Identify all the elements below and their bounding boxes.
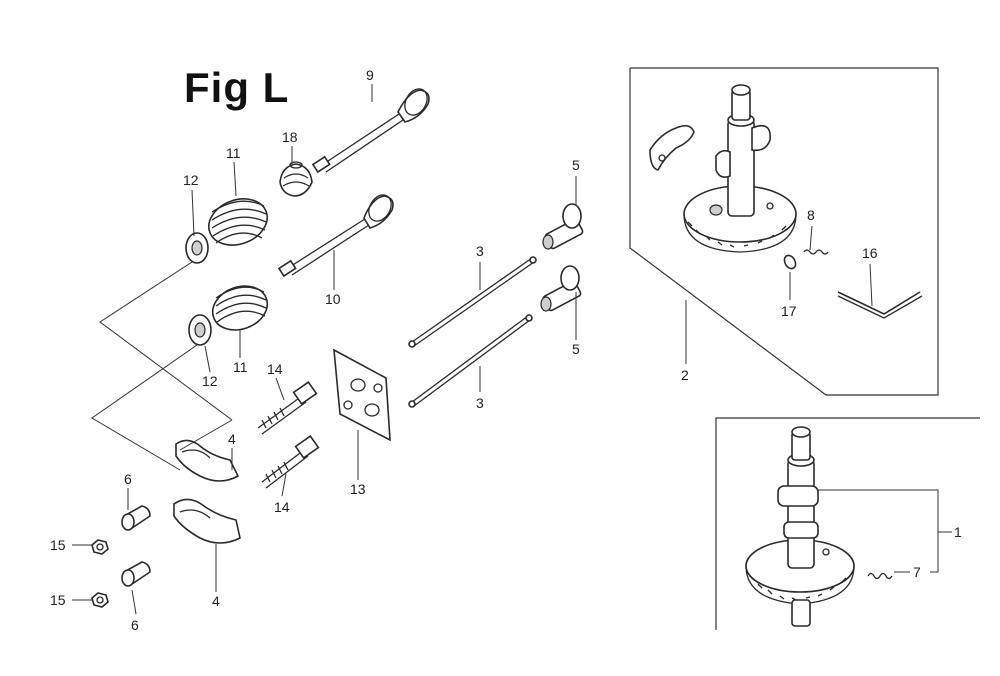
- callout-4-upper: 4: [228, 431, 236, 447]
- rocker-arm-plate: [333, 348, 391, 442]
- leader-lines: [72, 84, 952, 615]
- callout-6-upper: 6: [124, 471, 132, 487]
- camshaft-gear-lower: [745, 426, 855, 627]
- callout-18: 18: [282, 129, 298, 145]
- rocker-stud-lower: [261, 434, 320, 489]
- rocker-stud-upper: [257, 380, 318, 435]
- camshaft-gear-upper: [683, 84, 797, 253]
- rocker-arm-lower: [173, 498, 241, 544]
- callout-15-lower: 15: [50, 592, 66, 608]
- valve-spring-lower: [211, 285, 269, 331]
- tappet-upper: [542, 203, 584, 250]
- push-rod-upper: [408, 256, 537, 348]
- callout-8: 8: [807, 207, 815, 223]
- callout-5-lower: 5: [572, 341, 580, 357]
- spring-retainer-lower: [188, 314, 212, 346]
- callout-12-lower: 12: [202, 373, 218, 389]
- figure-title: Fig L: [184, 64, 290, 111]
- callout-3-upper: 3: [476, 243, 484, 259]
- callout-6-lower: 6: [131, 617, 139, 633]
- spring-retainer-upper: [185, 232, 209, 264]
- callout-12-upper: 12: [183, 172, 199, 188]
- pin-17: [783, 254, 797, 270]
- rocker-pivot-lower: [121, 561, 151, 587]
- callout-1: 1: [954, 524, 962, 540]
- rocker-pivot-upper: [121, 505, 151, 531]
- callout-14-lower: 14: [274, 499, 290, 515]
- decompressor-spring: [803, 249, 829, 255]
- camshaft-1-frame: [715, 417, 980, 630]
- camshaft-assembly-frame: [629, 67, 939, 396]
- pivot-nut-upper: [91, 539, 109, 555]
- push-rod-lower: [408, 314, 533, 408]
- callout-16: 16: [862, 245, 878, 261]
- valve-stem-seal: [279, 161, 313, 197]
- callout-5-upper: 5: [572, 157, 580, 173]
- assembly-lines-left: [91, 261, 233, 471]
- decompressor-shaft: [837, 291, 923, 319]
- callout-11-lower: 11: [233, 359, 248, 375]
- callout-15-upper: 15: [50, 537, 66, 553]
- callout-labels: 9 18 11 12 10 11 12 3 3 5 5 13 14 14 4 4…: [50, 67, 962, 633]
- callout-10: 10: [325, 291, 341, 307]
- decompressor-weight: [649, 124, 695, 171]
- callout-14-upper: 14: [267, 361, 283, 377]
- callout-9: 9: [366, 67, 374, 83]
- valve-upper: [311, 88, 430, 174]
- callout-11-upper: 11: [226, 145, 241, 161]
- spring-7: [867, 572, 893, 580]
- callout-13: 13: [350, 481, 366, 497]
- valve-lower: [277, 194, 394, 278]
- callout-7: 7: [913, 564, 921, 580]
- tappet-lower: [540, 265, 582, 312]
- valve-spring-upper: [208, 198, 268, 246]
- callout-2: 2: [681, 367, 689, 383]
- callout-4-lower: 4: [212, 593, 220, 609]
- callout-17: 17: [781, 303, 797, 319]
- callout-3-lower: 3: [476, 395, 484, 411]
- pivot-nut-lower: [91, 592, 109, 608]
